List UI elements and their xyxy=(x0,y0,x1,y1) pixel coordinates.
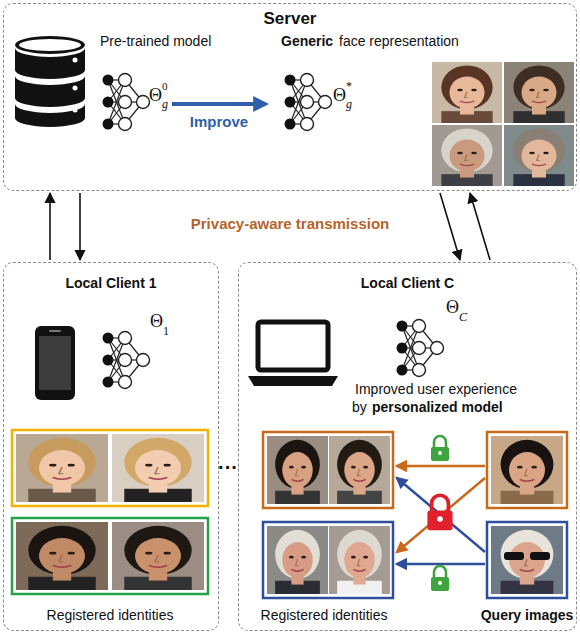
phone-icon xyxy=(35,326,75,400)
transmission-arrow xyxy=(440,193,460,260)
text-label: Improved user experience xyxy=(355,382,517,397)
text-label: Θ xyxy=(150,312,163,332)
neural-net-icon xyxy=(103,332,150,389)
identity-frame xyxy=(263,522,393,598)
text-label: Θ xyxy=(149,86,162,106)
query-frame xyxy=(487,432,567,508)
text-label: Privacy-aware transmission xyxy=(191,216,389,233)
text-label: ··· xyxy=(218,456,238,478)
transmission-arrow xyxy=(470,193,490,260)
identity-frame xyxy=(12,430,208,506)
transmission-arrow xyxy=(49,193,51,260)
identity-frame xyxy=(12,518,208,594)
box-title: Local Client C xyxy=(239,275,576,291)
text-label: by xyxy=(352,400,367,415)
box-title: Server xyxy=(4,9,576,29)
text-label: Query images xyxy=(481,608,574,623)
query-frame xyxy=(487,522,567,598)
text-label: personalized model xyxy=(372,400,503,415)
text-label: C xyxy=(459,311,467,324)
lock-open-icon xyxy=(431,566,449,591)
neural-net-icon xyxy=(285,74,332,131)
text-label: Registered identities xyxy=(261,608,388,623)
improve-arrow xyxy=(172,102,266,106)
text-label: Registered identities xyxy=(47,608,174,623)
lock-closed-icon xyxy=(427,495,452,530)
lock-open-icon xyxy=(431,436,449,461)
laptop-icon xyxy=(248,322,338,386)
face-grid xyxy=(432,62,574,186)
text-label: 1 xyxy=(163,325,169,338)
text-label: 0 xyxy=(162,80,168,92)
text-label: Pre-trained model xyxy=(100,34,211,49)
text-label: g xyxy=(162,98,168,111)
text-label: Θ xyxy=(446,298,459,318)
text-label: Generic xyxy=(281,34,333,49)
text-label: g xyxy=(346,98,352,111)
neural-net-icon xyxy=(397,320,444,377)
neural-net-icon xyxy=(103,74,150,131)
box-title: Local Client 1 xyxy=(4,275,218,291)
identity-frame xyxy=(263,432,393,508)
text-label: face representation xyxy=(339,34,459,49)
text-label: Θ xyxy=(333,86,346,106)
transmission-arrow xyxy=(79,193,81,260)
text-label: Improve xyxy=(190,114,248,131)
text-label: * xyxy=(346,80,352,93)
database-icon xyxy=(15,36,85,127)
match-arrows xyxy=(397,466,485,564)
